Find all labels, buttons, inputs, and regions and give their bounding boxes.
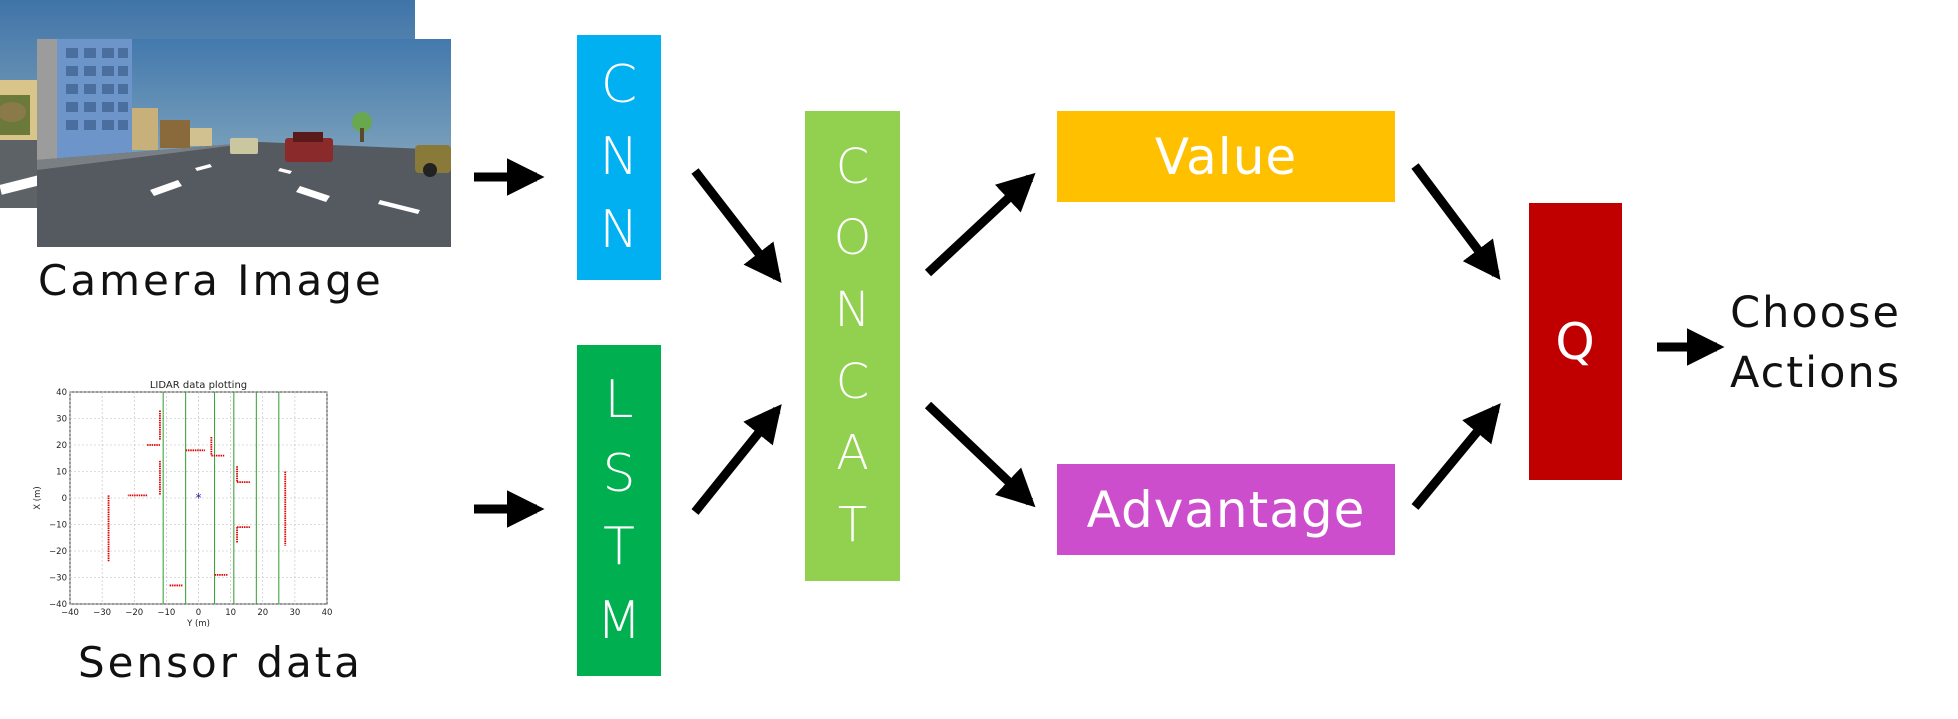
- lidar-ytick-label: 30: [56, 415, 67, 425]
- value-label: Value: [1154, 127, 1298, 186]
- cnn-letter-2: N: [599, 199, 639, 260]
- lidar-title: LIDAR data plotting: [150, 380, 247, 391]
- lstm-letter-2: T: [603, 517, 635, 578]
- lidar-ylabel: X (m): [33, 486, 43, 509]
- lstm-letter-0: L: [604, 369, 634, 430]
- lidar-ytick-label: 10: [56, 468, 67, 478]
- concat-letter-1: O: [833, 210, 872, 267]
- output-line-1: Choose: [1730, 288, 1901, 338]
- lidar-ytick-label: −20: [49, 547, 67, 557]
- concat-letter-4: A: [836, 425, 869, 482]
- value-block: Value: [1057, 111, 1395, 202]
- arrow-concat-to-value: [924, 172, 1036, 277]
- lidar-ytick-label: 20: [56, 441, 67, 451]
- cnn-letter-0: C: [600, 55, 638, 116]
- lstm-letter-3: M: [596, 591, 642, 652]
- lidar-xtick-label: −30: [93, 608, 111, 618]
- concat-letter-3: C: [835, 353, 870, 410]
- cnn-letter-1: N: [599, 127, 639, 188]
- lidar-xlabel: Y (m): [186, 619, 210, 629]
- arrow-cnn-to-concat: [691, 168, 782, 283]
- lidar-xtick-label: 20: [257, 608, 268, 618]
- concat-letter-5: T: [837, 497, 868, 554]
- concat-letter-2: N: [834, 282, 871, 339]
- arrow-value-to-q: [1411, 163, 1501, 281]
- lstm-letter-1: S: [602, 443, 636, 504]
- sensor-data-caption: Sensor data: [78, 638, 363, 687]
- lidar-xtick-label: 10: [225, 608, 236, 618]
- lidar-xtick-label: 40: [322, 608, 333, 618]
- lidar-ytick-label: 40: [56, 388, 67, 398]
- q-label: Q: [1555, 312, 1596, 371]
- output-line-2: Actions: [1730, 348, 1902, 398]
- lidar-ytick-label: −10: [49, 521, 67, 531]
- lidar-ytick-label: −30: [49, 574, 67, 584]
- lidar-xtick-label: 0: [196, 608, 201, 618]
- q-block: Q: [1529, 203, 1622, 480]
- concat-letter-0: C: [835, 138, 870, 195]
- lidar-xtick-label: 30: [289, 608, 300, 618]
- lidar-xtick-label: −20: [125, 608, 143, 618]
- arrow-lstm-to-concat: [691, 404, 782, 515]
- choose-actions-output: Choose Actions: [1730, 283, 1901, 403]
- camera-image: [0, 0, 451, 247]
- lidar-agent-marker: *: [196, 491, 202, 505]
- advantage-block: Advantage: [1057, 464, 1395, 555]
- lidar-plot: −40 −30 −20 −10 0 10 20 30 40 40 30 20 10 0 −10 −20 −30 −…: [33, 380, 333, 629]
- lidar-ytick-label: 0: [62, 494, 67, 504]
- arrow-advantage-to-q: [1411, 403, 1501, 510]
- lidar-ytick-label: −40: [49, 600, 67, 610]
- arrow-concat-to-advantage: [924, 401, 1036, 508]
- lidar-xtick-label: −10: [157, 608, 175, 618]
- lidar-xtick-label: −40: [61, 608, 79, 618]
- camera-frame-front: [37, 39, 451, 247]
- camera-image-caption: Camera Image: [38, 256, 384, 305]
- advantage-label: Advantage: [1086, 480, 1366, 539]
